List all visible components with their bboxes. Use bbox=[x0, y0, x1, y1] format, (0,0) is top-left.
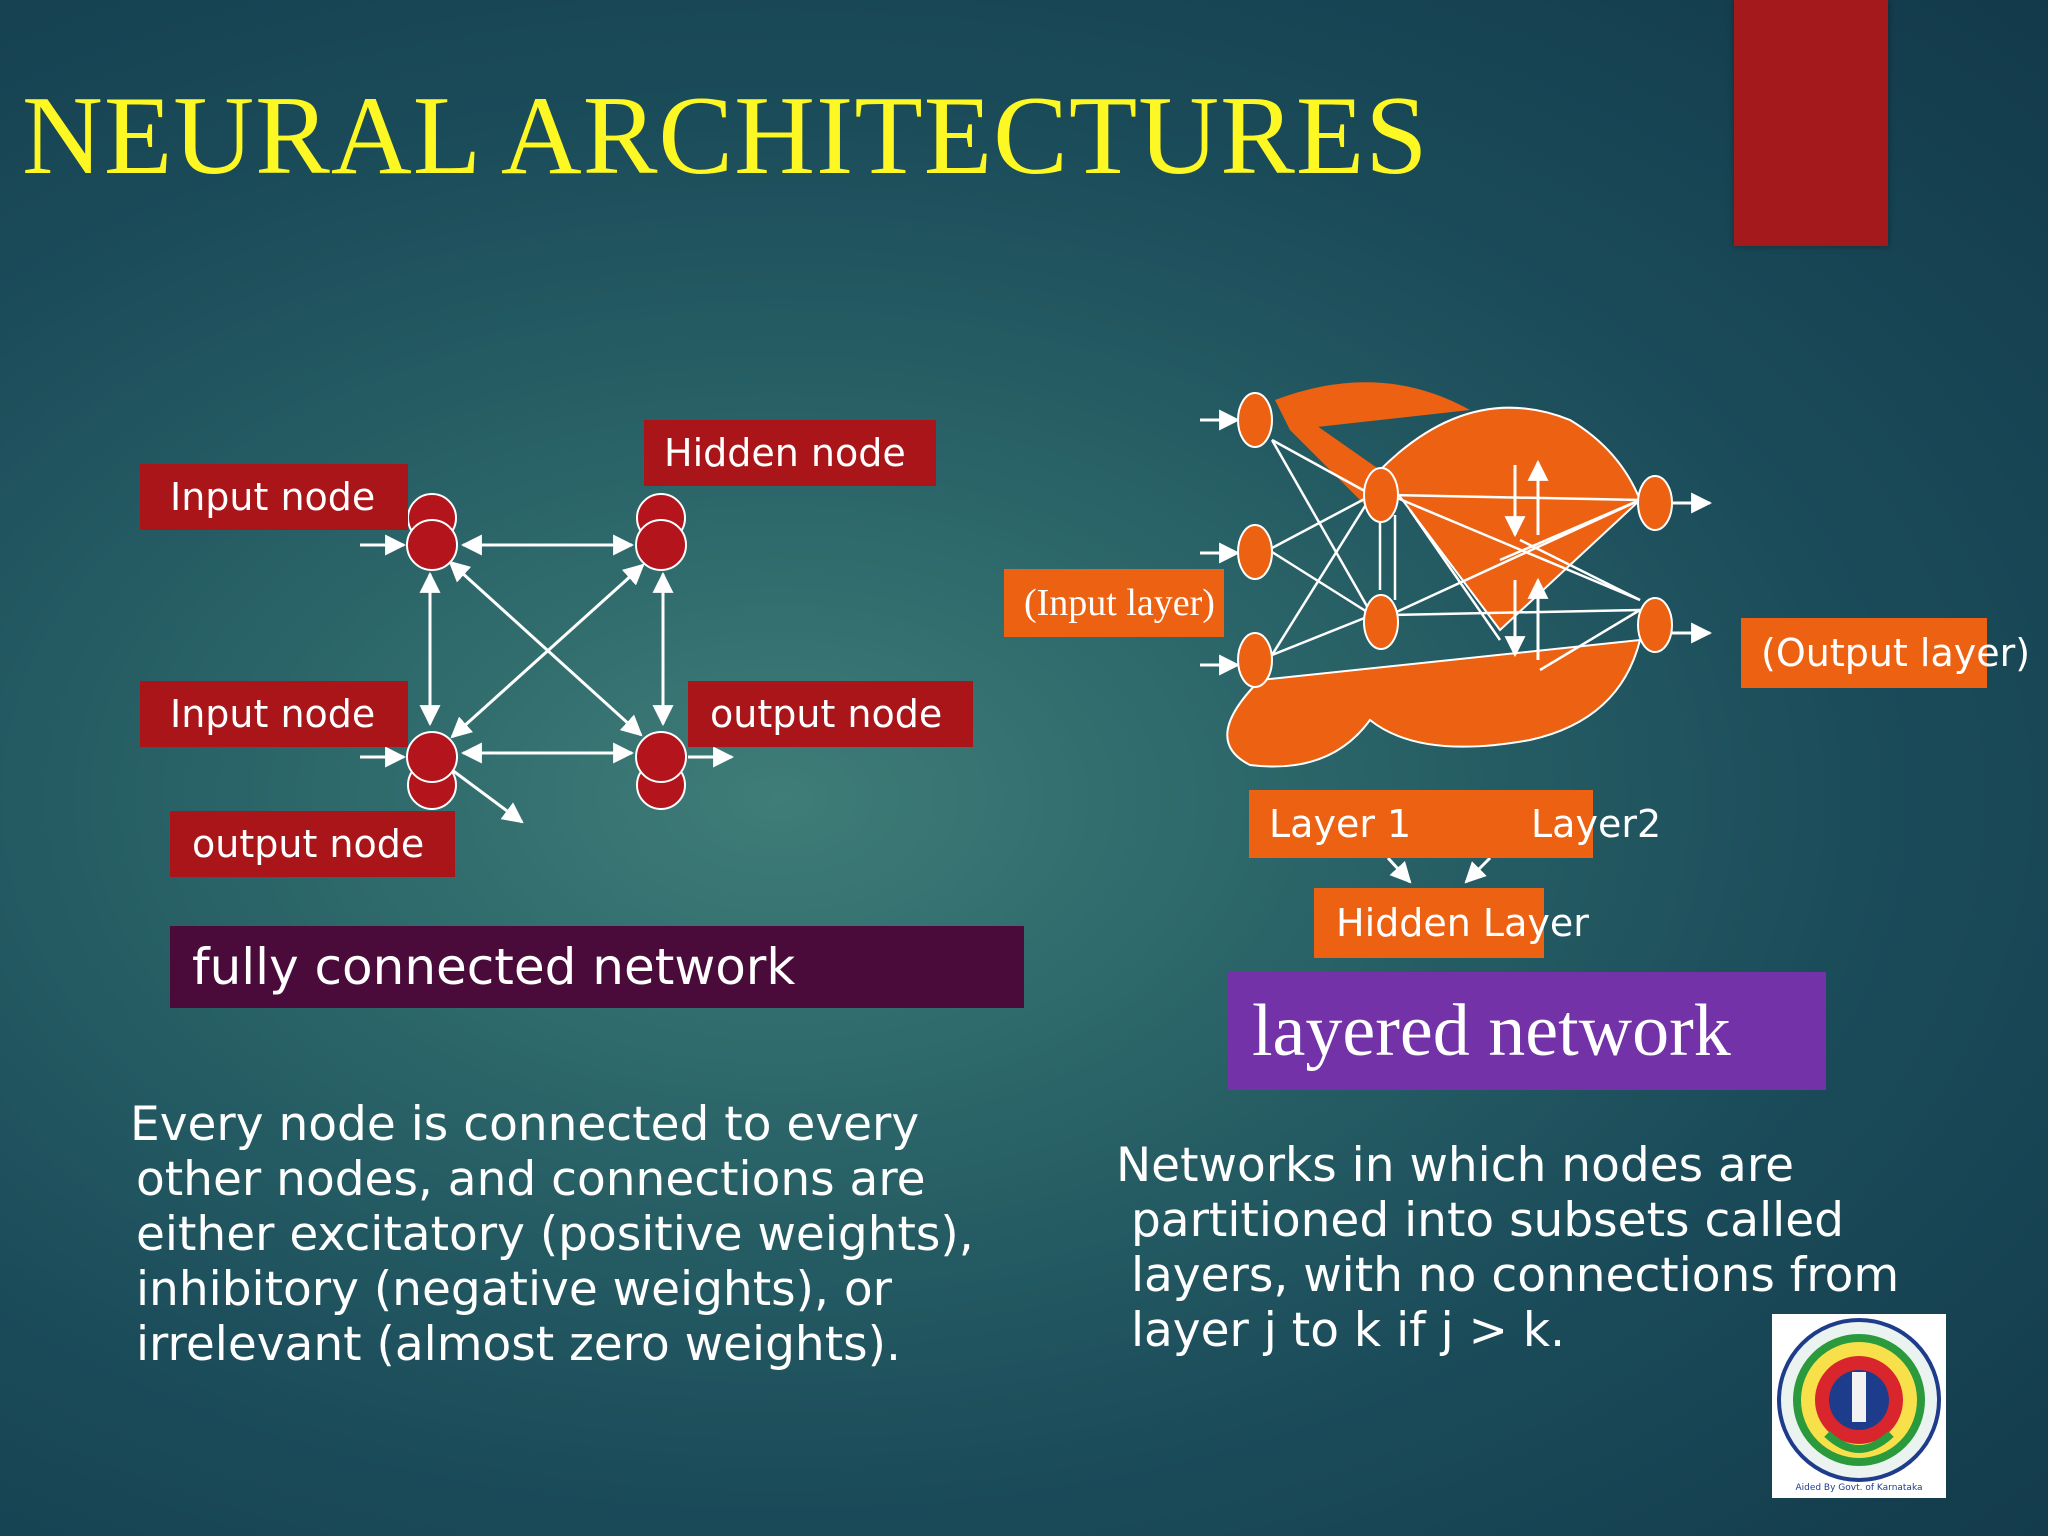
label-output-layer: (Output layer) bbox=[1741, 618, 2030, 688]
description-line: layer j to k if j > k. bbox=[1116, 1303, 1566, 1358]
hidden-layer-node bbox=[1363, 467, 1399, 523]
logo-footer-text: Aided By Govt. of Karnataka bbox=[1795, 1483, 1922, 1493]
description-line: Networks in which nodes are bbox=[1116, 1138, 1795, 1193]
caption-layered: layered network bbox=[1228, 972, 1826, 1090]
orange-shape bbox=[1226, 638, 1642, 768]
label-output-node-right: output node bbox=[688, 681, 973, 747]
description-layered: Networks in which nodes are partitioned … bbox=[1116, 1138, 1899, 1358]
label-input-node-top: Input node bbox=[140, 464, 408, 530]
caption-fully-connected: fully connected network bbox=[170, 926, 1024, 1008]
label-input-node-bottom: Input node bbox=[140, 681, 408, 747]
institute-logo: Aided By Govt. of Karnataka bbox=[1772, 1314, 1946, 1498]
fully-connected-diagram bbox=[360, 493, 735, 824]
description-line: irrelevant (almost zero weights). bbox=[136, 1317, 901, 1372]
slide-title: NEURAL ARCHITECTURES bbox=[22, 74, 1429, 198]
description-line: other nodes, and connections are bbox=[136, 1152, 926, 1207]
layer-input-node bbox=[1237, 392, 1273, 448]
description-line: either excitatory (positive weights), bbox=[136, 1207, 974, 1262]
layer-input-node bbox=[1237, 524, 1273, 580]
orange-shape bbox=[1275, 382, 1470, 430]
description-fully-connected: Every node is connected to every other n… bbox=[130, 1097, 974, 1372]
label-layer2: Layer2 bbox=[1531, 802, 1662, 846]
description-line: layers, with no connections from bbox=[1116, 1248, 1900, 1303]
input-node-bottom bbox=[406, 731, 458, 783]
output-layer-node bbox=[1637, 597, 1673, 653]
hidden-layer-node bbox=[1363, 594, 1399, 650]
output-node bbox=[635, 731, 687, 783]
input-node-top bbox=[406, 519, 458, 571]
label-hidden-node: Hidden node bbox=[644, 420, 936, 486]
description-line: partitioned into subsets called bbox=[1116, 1193, 1844, 1248]
label-layer1: Layer 1 bbox=[1249, 790, 1593, 858]
layered-diagram bbox=[1200, 382, 1713, 884]
layer-input-node bbox=[1237, 632, 1273, 688]
hidden-node bbox=[635, 519, 687, 571]
orange-shape bbox=[1280, 400, 1380, 520]
output-layer-node bbox=[1637, 475, 1673, 531]
label-input-layer: (Input layer) bbox=[1004, 569, 1224, 637]
label-hidden-layer: Hidden Layer bbox=[1314, 888, 1589, 958]
accent-bar bbox=[1734, 0, 1888, 246]
description-line: inhibitory (negative weights), or bbox=[136, 1262, 892, 1317]
label-output-node-bottom: output node bbox=[170, 811, 455, 877]
description-line: Every node is connected to every bbox=[130, 1097, 920, 1152]
